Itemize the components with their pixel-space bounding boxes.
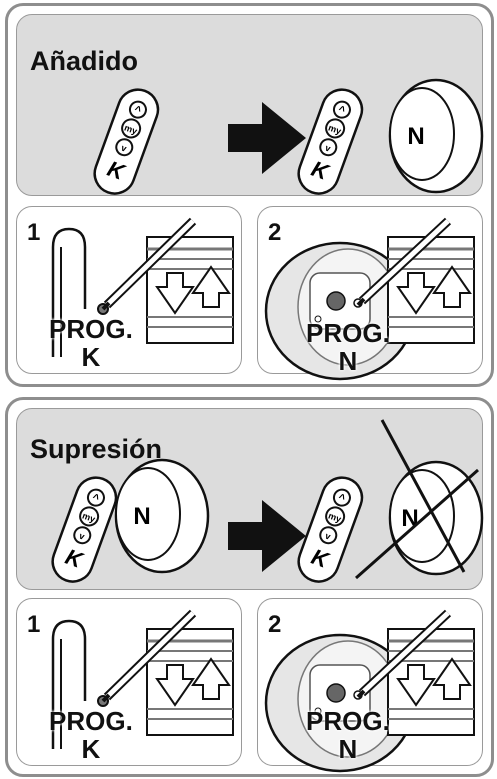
svg-text:^: ^ [337,104,348,118]
add-step-2: 2 [257,206,483,381]
step-illustration [51,217,234,357]
remote-k-icon: ^ my v K [297,476,364,583]
svg-text:v: v [78,531,86,542]
svg-text:my: my [327,122,343,136]
svg-text:^: ^ [337,492,348,506]
add-banner-illustration: ^ my v K ^ my v K N [93,78,484,195]
arrow-right-icon [228,102,306,174]
cross-out-icon [355,419,479,580]
receiver-back-icon [264,241,416,381]
delete-banner-illustration: ^ my v K N ^ my v K N [51,419,484,583]
delete-section-title: Supresión [30,434,163,464]
svg-text:^: ^ [133,104,144,118]
step-number: 2 [268,219,282,246]
remote-k-icon: ^ my v K [51,476,118,583]
receiver-n-label: N [133,503,150,530]
svg-text:my: my [81,510,97,524]
svg-text:v: v [120,143,128,154]
pen-icon [356,609,452,699]
shutter-icon [387,236,475,344]
svg-text:my: my [327,510,343,524]
svg-text:v: v [324,143,332,154]
remote-k-icon: ^ my v K [297,88,364,195]
svg-text:v: v [324,531,332,542]
remote-k-icon: ^ my v K [93,88,160,195]
delete-section-panel: Supresión ^ my v K N ^ my v [5,397,494,777]
pen-icon [356,217,452,307]
prog-label: PROG. K [49,706,133,764]
receiver-n-icon: N [388,78,484,194]
svg-text:my: my [123,122,139,136]
step-number: 1 [27,611,41,638]
prog-label: PROG. N [306,706,390,764]
shutter-icon [387,628,475,736]
arrow-right-icon [228,500,306,572]
receiver-n-icon: N [114,458,210,574]
receiver-n-label: N [401,505,418,532]
remote-side-icon [51,619,109,749]
delete-step-1: 1 PROG. [16,598,242,766]
step-number: 1 [27,219,41,246]
add-step-1: 1 PROG. [16,206,242,374]
delete-step-2: 2 [257,598,483,773]
step-illustration [51,609,234,749]
prog-label: PROG. N [306,318,390,376]
receiver-n-label: N [407,123,424,150]
step-number: 2 [268,611,282,638]
receiver-back-icon [264,633,416,773]
step-illustration [264,217,475,381]
add-section-panel: Añadido ^ my v K ^ my v K [5,3,494,387]
remote-side-icon [51,227,109,357]
step-illustration [264,609,475,773]
prog-label: PROG. K [49,314,133,372]
pen-icon [101,609,197,703]
svg-text:^: ^ [91,492,102,506]
add-section-title: Añadido [30,46,138,76]
pen-icon [101,217,197,311]
